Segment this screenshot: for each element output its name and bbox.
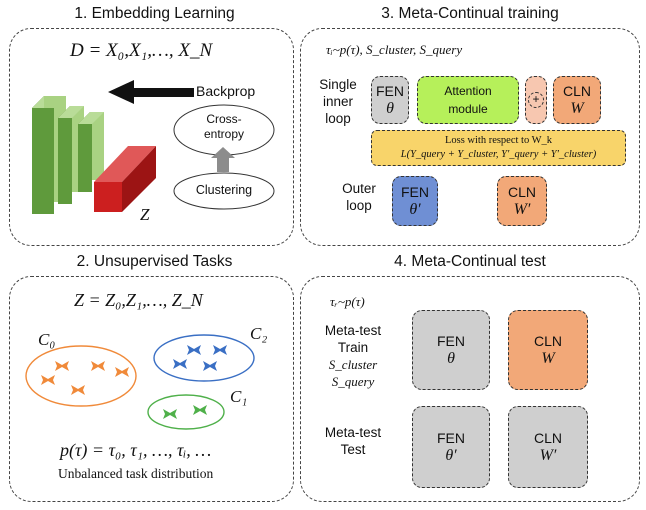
inner-loop-label: Single inner loop xyxy=(316,76,360,127)
inner-loop-label-3: loop xyxy=(325,111,351,126)
cluster-point xyxy=(173,359,187,369)
task-sample-equation: τᵢ~p(τ), S_cluster, S_query xyxy=(326,42,463,57)
fen-label: FEN xyxy=(376,83,404,99)
z-label: Z xyxy=(140,205,150,224)
fen-box-test: FEN θ′ xyxy=(412,406,490,488)
up-arrow xyxy=(211,147,235,172)
cross-entropy-label-1: Cross- xyxy=(206,112,242,126)
cluster-point xyxy=(213,345,227,355)
embedding-output-z xyxy=(94,146,156,212)
cln-train-label: CLN xyxy=(533,333,562,349)
fen-train-param: θ xyxy=(447,350,455,367)
cln-test-label: CLN xyxy=(533,430,562,446)
outer-loop-label-1: Outer xyxy=(342,181,376,196)
cluster-point xyxy=(203,361,217,371)
cluster-c0-ellipse xyxy=(25,345,137,407)
clustering-label: Clustering xyxy=(195,183,253,197)
fen-param: θ xyxy=(386,100,394,117)
fen-box-inner: FEN θ xyxy=(371,76,409,124)
attention-label-2: module xyxy=(448,102,488,116)
cluster-c2-ellipse xyxy=(153,334,255,382)
cln-label: CLN xyxy=(562,83,591,99)
meta-test-test-label: Meta-test Test xyxy=(318,424,388,458)
panel3-title: 3. Meta-Continual training xyxy=(381,5,559,22)
outer-loop-label-2: loop xyxy=(346,198,372,213)
cln-box-train: CLN W xyxy=(508,310,588,390)
meta-test-train-label: Meta-test Train S_cluster S_query xyxy=(318,322,388,390)
cluster-point xyxy=(55,361,69,371)
cluster-point xyxy=(71,385,85,395)
backprop-arrow xyxy=(108,80,194,104)
s-cluster-label: S_cluster xyxy=(328,357,378,372)
dataset-equation: D = X₀,X₁,…, X_N xyxy=(70,40,213,61)
cluster-c2-label: C₂ xyxy=(250,324,268,343)
cluster-point xyxy=(115,367,129,377)
loss-line-2: L(Y_query + Y_cluster, Y′_query + Y′_clu… xyxy=(400,149,597,160)
cln-outer-label: CLN xyxy=(507,184,536,200)
meta-test-test-label-2: Test xyxy=(340,442,366,457)
panel1-title: 1. Embedding Learning xyxy=(74,5,235,22)
fen-outer-param: θ′ xyxy=(409,201,421,218)
inner-loop-label-1: Single xyxy=(319,77,357,92)
cluster-point xyxy=(187,345,201,355)
meta-test-train-label-1: Meta-test xyxy=(324,323,382,338)
cluster-c1-label: C₁ xyxy=(230,387,248,406)
fen-box-train: FEN θ xyxy=(412,310,490,390)
cluster-point xyxy=(193,405,207,415)
task-distribution-equation: p(τ) = τ₀, τ₁, …, τᵢ, … xyxy=(60,440,212,460)
loss-box: Loss with respect to W_k L(Y_query + Y_c… xyxy=(371,130,626,166)
cln-box-outer: CLN W′ xyxy=(497,176,547,226)
inner-loop-label-2: inner xyxy=(322,94,354,109)
cluster-point xyxy=(91,361,105,371)
cluster-point xyxy=(41,375,55,385)
panel-unsupervised-tasks xyxy=(9,276,294,502)
s-query-label: S_query xyxy=(331,374,375,389)
z-equation: Z = Z₀,Z₁,…, Z_N xyxy=(74,290,203,310)
cln-outer-param: W′ xyxy=(513,201,531,218)
task-distribution-caption: Unbalanced task distribution xyxy=(58,466,214,481)
cluster-points xyxy=(41,345,227,419)
plus-box: + xyxy=(525,76,547,124)
cln-box-inner: CLN W xyxy=(553,76,601,124)
attention-label-1: Attention xyxy=(444,84,492,98)
cluster-point xyxy=(163,409,177,419)
loss-line-1: Loss with respect to W_k xyxy=(444,135,553,146)
fen-outer-label: FEN xyxy=(401,184,429,200)
cln-train-param: W xyxy=(541,350,555,367)
fen-train-label: FEN xyxy=(437,333,465,349)
cluster-c1-ellipse xyxy=(147,394,225,430)
panel2-title: 2. Unsupervised Tasks xyxy=(76,253,233,270)
fen-test-param: θ′ xyxy=(445,447,457,464)
attention-module-box: Attention module xyxy=(417,76,519,124)
cln-box-test: CLN W′ xyxy=(508,406,588,488)
outer-loop-label: Outer loop xyxy=(336,180,382,214)
cln-param: W xyxy=(570,100,584,117)
clustering-node xyxy=(173,172,275,210)
plus-circle: + xyxy=(528,92,544,108)
meta-test-train-label-2: Train xyxy=(337,340,369,355)
cln-test-param: W′ xyxy=(539,447,557,464)
test-sample-equation: τᵣ~p(τ) xyxy=(330,294,365,309)
embedding-layer-3 xyxy=(78,112,104,192)
meta-test-test-label-1: Meta-test xyxy=(324,425,382,440)
backprop-label: Backprop xyxy=(196,83,256,99)
cluster-c0-label: C₀ xyxy=(38,330,56,349)
cross-entropy-label-2: entropy xyxy=(203,127,245,141)
panel4-title: 4. Meta-Continual test xyxy=(394,253,546,270)
fen-test-label: FEN xyxy=(437,430,465,446)
fen-box-outer: FEN θ′ xyxy=(392,176,438,226)
